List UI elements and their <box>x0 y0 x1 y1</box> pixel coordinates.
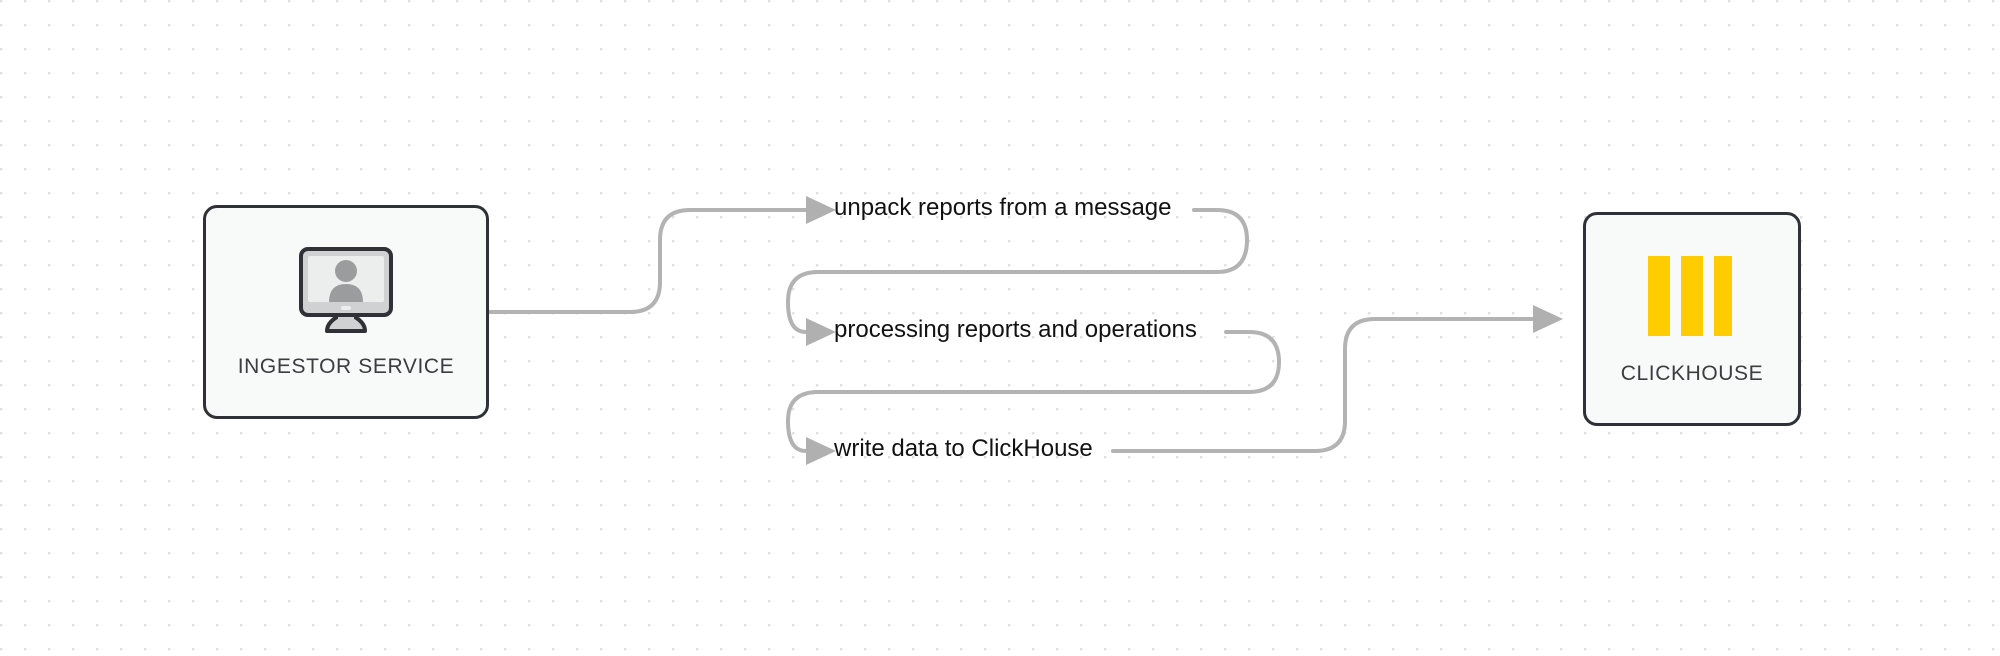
arrowhead-clickhouse <box>1533 305 1563 333</box>
node-ingestor-service[interactable]: INGESTOR SERVICE <box>203 205 489 419</box>
edge-write <box>786 330 1281 465</box>
node-clickhouse-label: CLICKHOUSE <box>1620 362 1764 385</box>
arrowhead-processing <box>806 318 836 346</box>
monitor-user-icon <box>299 247 393 333</box>
clickhouse-bars-icon <box>1648 256 1732 336</box>
arrowhead-write <box>806 437 836 465</box>
arrowhead-unpack <box>806 196 836 224</box>
edge-label-unpack: unpack reports from a message <box>834 194 1172 221</box>
edge-processing <box>786 208 1249 346</box>
edge-label-processing: processing reports and operations <box>834 316 1197 343</box>
edge-label-write: write data to ClickHouse <box>834 435 1093 462</box>
node-ingestor-label: INGESTOR SERVICE <box>237 355 455 378</box>
edge-unpack <box>487 196 836 314</box>
node-clickhouse[interactable]: CLICKHOUSE <box>1583 212 1801 426</box>
edge-to-clickhouse <box>1111 305 1563 453</box>
